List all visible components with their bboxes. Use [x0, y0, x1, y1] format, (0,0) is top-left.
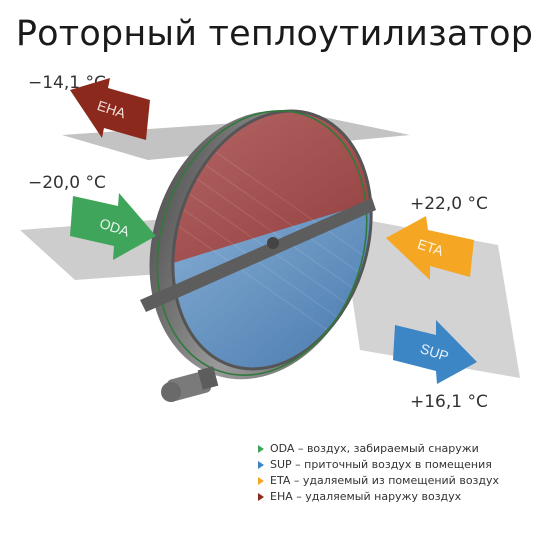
- legend-text-eha: EHA – удаляемый наружу воздух: [270, 490, 462, 503]
- legend-item-eta: ETA – удаляемый из помещений воздух: [258, 473, 499, 489]
- rotor-hub: [267, 237, 279, 249]
- diagram-title: Роторный теплоутилизатор: [15, 14, 534, 54]
- eta-temperature: +22,0 °C: [410, 194, 488, 214]
- eta-arrow-label: ETA: [416, 236, 446, 260]
- sup-temperature: +16,1 °C: [410, 392, 488, 412]
- legend-item-sup: SUP – приточный воздух в помещения: [258, 457, 499, 473]
- oda-arrow: ODA: [70, 193, 156, 260]
- oda-temperature: −20,0 °C: [28, 173, 106, 193]
- legend-marker-sup: [258, 461, 264, 469]
- legend-marker-oda: [258, 445, 264, 453]
- legend: ODA – воздух, забираемый снаружи SUP – п…: [258, 441, 499, 505]
- eha-arrow: EHA: [70, 78, 150, 140]
- legend-item-oda: ODA – воздух, забираемый снаружи: [258, 441, 499, 457]
- sup-arrow: SUP: [393, 320, 477, 384]
- drive-motor: [161, 366, 219, 402]
- legend-text-sup: SUP – приточный воздух в помещения: [270, 458, 492, 471]
- legend-marker-eta: [258, 477, 264, 485]
- legend-marker-eha: [258, 493, 264, 501]
- legend-text-eta: ETA – удаляемый из помещений воздух: [270, 474, 500, 487]
- rotor-divider-beam: [140, 198, 376, 312]
- legend-text-oda: ODA – воздух, забираемый снаружи: [270, 442, 479, 455]
- eta-arrow: ETA: [386, 216, 474, 280]
- legend-item-eha: EHA – удаляемый наружу воздух: [258, 489, 499, 505]
- rotor-face-outline: [171, 109, 373, 371]
- right-duct-plane: [340, 215, 520, 378]
- drive-belt: [156, 110, 368, 376]
